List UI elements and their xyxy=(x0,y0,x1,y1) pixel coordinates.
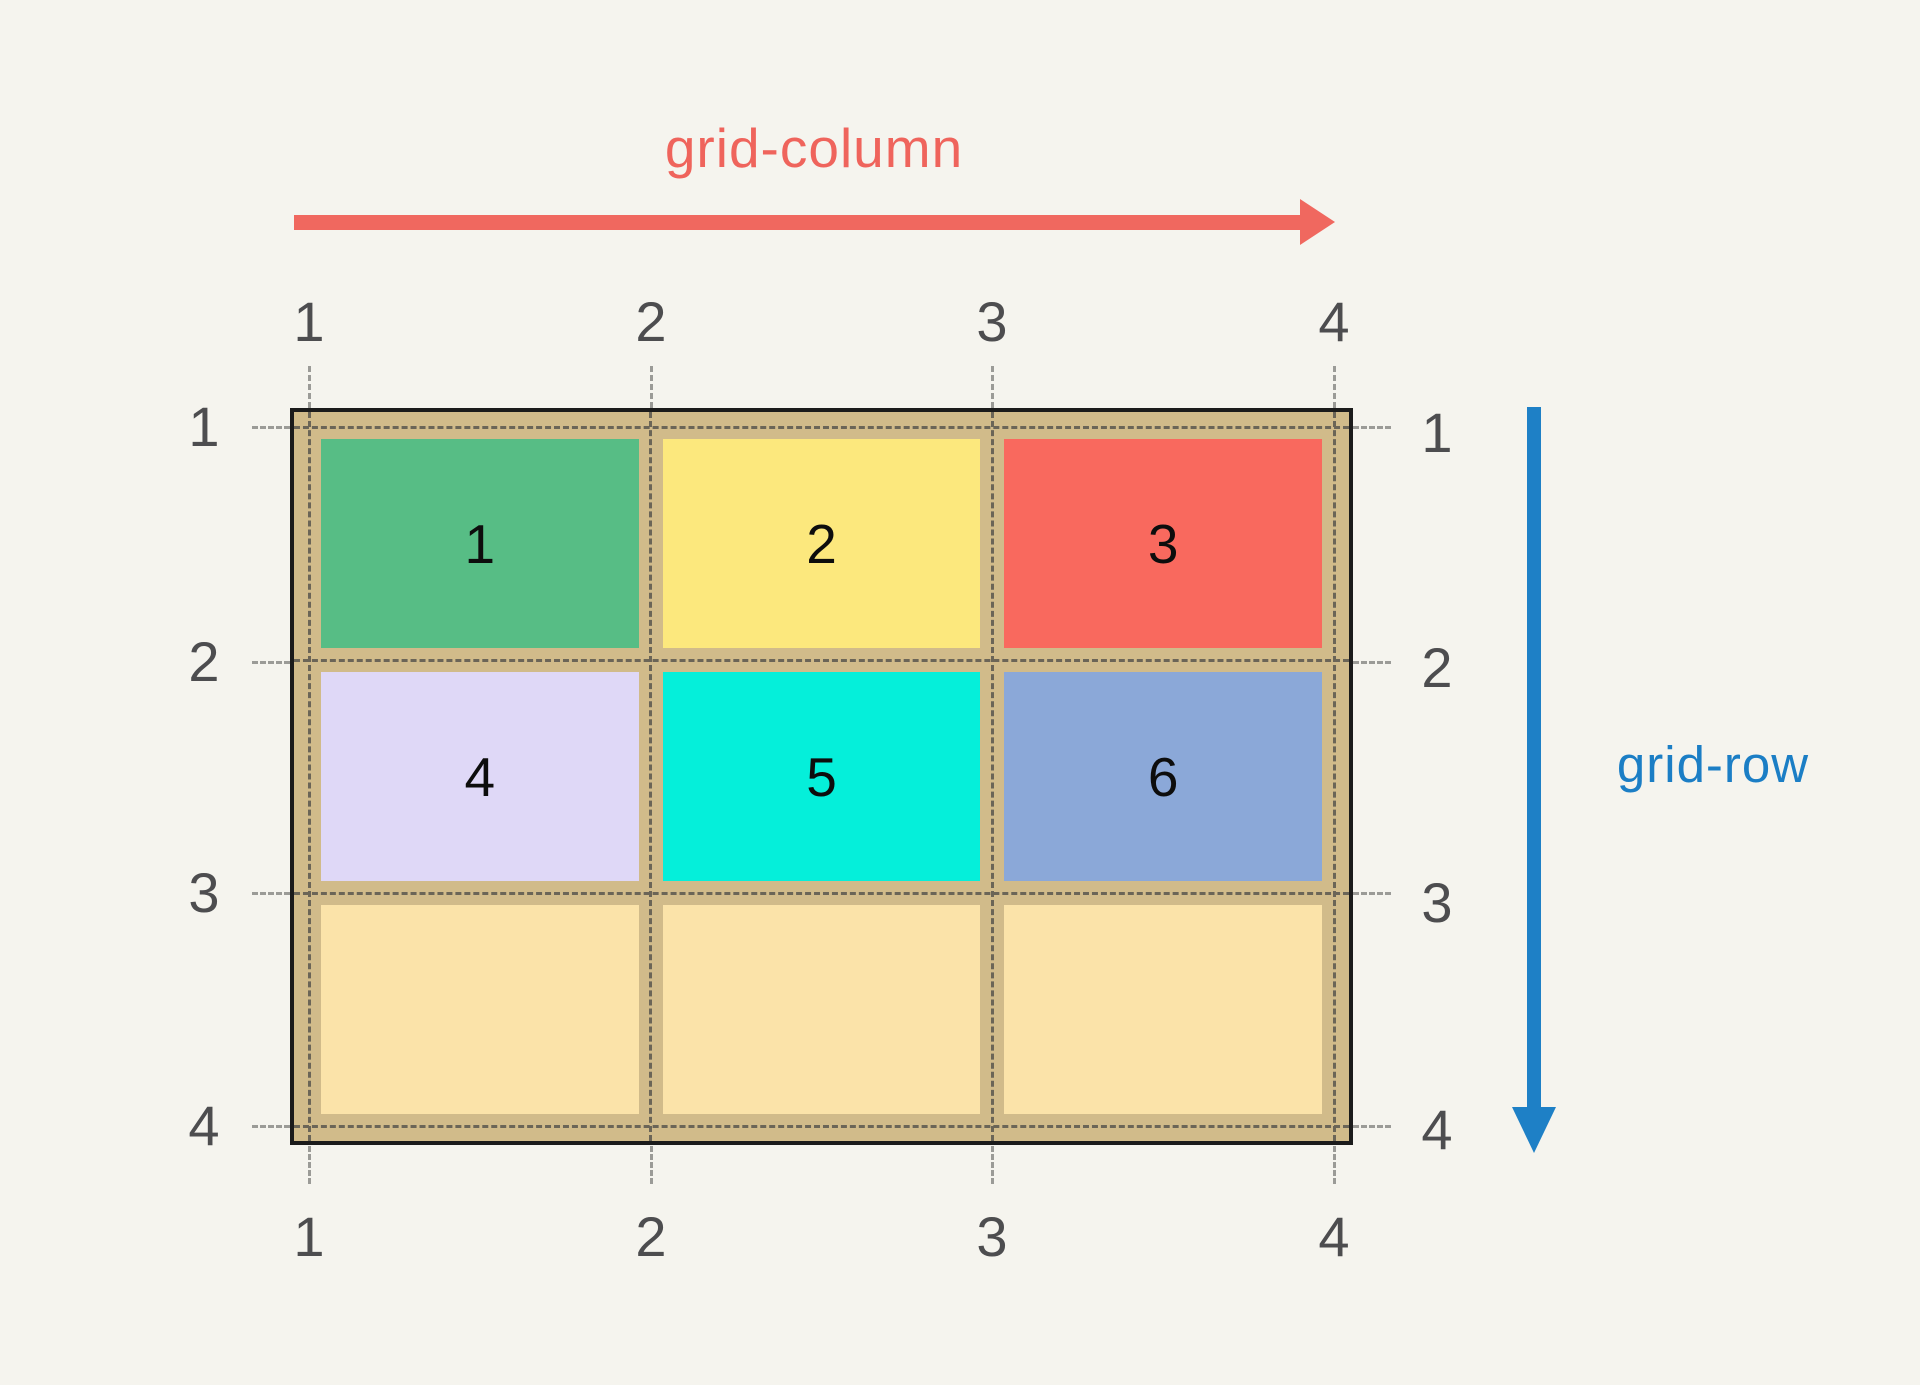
row-line-number: 3 xyxy=(1421,871,1453,934)
grid-row-label: grid-row xyxy=(1616,736,1810,793)
column-guide-stub xyxy=(650,1146,653,1184)
grid-column-arrow xyxy=(294,215,1302,230)
grid-column-line-2 xyxy=(649,412,652,1141)
row-guide-stub xyxy=(1353,892,1391,895)
grid-row-line-2 xyxy=(294,658,1349,662)
column-line-number: 4 xyxy=(1318,290,1350,353)
column-line-number: 3 xyxy=(976,290,1008,353)
grid-container: 1 2 3 4 5 6 xyxy=(290,408,1353,1145)
grid-cell-label: 6 xyxy=(1147,745,1179,808)
row-guide-stub xyxy=(252,661,290,664)
row-guide-stub xyxy=(1353,1125,1391,1128)
grid-row-arrowhead-icon xyxy=(1512,1107,1556,1153)
column-guide-stub xyxy=(308,1146,311,1184)
grid-column-line-3 xyxy=(991,412,994,1141)
column-line-number: 1 xyxy=(293,1205,325,1268)
column-guide-stub xyxy=(991,1146,994,1184)
grid-cell-6: 6 xyxy=(1004,672,1322,881)
grid-cell-label: 3 xyxy=(1147,512,1179,575)
column-line-number: 3 xyxy=(976,1205,1008,1268)
column-line-number: 4 xyxy=(1318,1205,1350,1268)
grid-cell-label: 5 xyxy=(806,745,837,808)
grid-row-line-1 xyxy=(294,425,1349,429)
grid-cell-label: 4 xyxy=(464,745,496,808)
grid-cell-empty xyxy=(662,905,981,1114)
grid-column-arrowhead-icon xyxy=(1300,199,1335,245)
grid-column-line-4 xyxy=(1332,412,1336,1141)
grid-row-line-4 xyxy=(294,1124,1349,1128)
column-line-number: 2 xyxy=(635,290,667,353)
grid-cell-label: 2 xyxy=(806,512,837,575)
row-guide-stub xyxy=(1353,426,1391,429)
grid-row-arrow xyxy=(1527,407,1541,1107)
row-line-number: 4 xyxy=(1421,1098,1453,1161)
row-guide-stub xyxy=(252,426,290,429)
row-line-number: 4 xyxy=(188,1094,220,1157)
row-line-number: 1 xyxy=(188,395,220,458)
grid-cell-4: 4 xyxy=(321,672,639,881)
grid-column-label: grid-column xyxy=(664,117,964,179)
grid-cell-empty xyxy=(321,905,639,1114)
row-line-number: 2 xyxy=(188,630,220,693)
column-guide-stub xyxy=(308,366,311,408)
grid-row-line-3 xyxy=(294,891,1349,895)
column-guide-stub xyxy=(1333,1146,1336,1184)
grid-cell-1: 1 xyxy=(321,439,639,648)
row-guide-stub xyxy=(252,892,290,895)
row-guide-stub xyxy=(252,1125,290,1128)
row-line-number: 1 xyxy=(1421,401,1453,464)
row-line-number: 3 xyxy=(188,861,220,924)
column-guide-stub xyxy=(991,366,994,408)
grid-cell-2: 2 xyxy=(662,439,981,648)
grid-cell-5: 5 xyxy=(662,672,981,881)
column-line-number: 2 xyxy=(635,1205,667,1268)
column-guide-stub xyxy=(1333,366,1336,408)
grid-column-line-1 xyxy=(307,412,311,1141)
row-line-number: 2 xyxy=(1421,636,1453,699)
grid-cell-label: 1 xyxy=(464,512,496,575)
column-guide-stub xyxy=(650,366,653,408)
grid-cell-3: 3 xyxy=(1004,439,1322,648)
grid-cell-empty xyxy=(1004,905,1322,1114)
column-line-number: 1 xyxy=(293,290,325,353)
row-guide-stub xyxy=(1353,661,1391,664)
